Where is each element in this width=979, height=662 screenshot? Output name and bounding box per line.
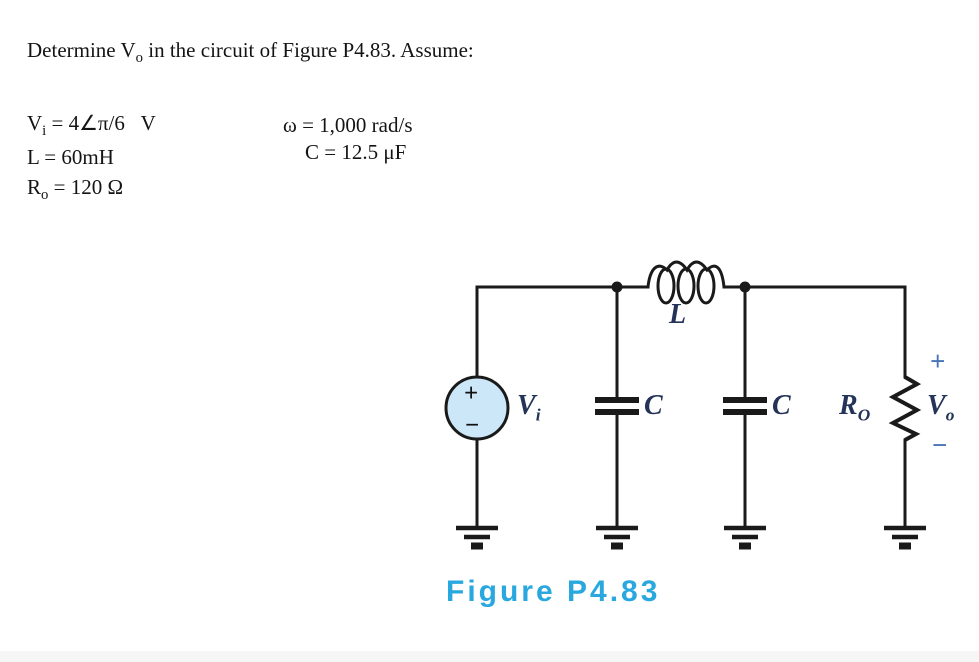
vo-minus-sign: − <box>932 430 948 460</box>
problem-title-text: Determine V <box>27 38 136 62</box>
resistor-label: RO <box>839 392 870 424</box>
inductor-label: L <box>669 299 687 330</box>
capacitor2-plates <box>723 397 767 415</box>
given-vi-subscript: i <box>42 123 47 140</box>
vo-plus-sign: + <box>930 346 946 376</box>
source-plus-sign: + <box>464 380 479 407</box>
output-voltage-label: Vo <box>927 392 954 424</box>
resistor-subscript: O <box>857 405 871 425</box>
capacitor1-label: C <box>644 390 663 421</box>
problem-title-rest: in the circuit of Figure P4.83. Assume: <box>143 38 474 62</box>
node-dot <box>611 281 623 293</box>
capacitor1-plates <box>595 397 639 415</box>
output-voltage-symbol: V <box>927 390 946 421</box>
resistor-zigzag <box>888 375 922 442</box>
given-ro-subscript: o <box>41 187 49 204</box>
inductor-symbol <box>646 260 726 305</box>
bottom-divider-bar <box>0 651 979 662</box>
given-ro-value: = 120 Ω <box>48 175 124 199</box>
inductor-loop <box>696 267 716 305</box>
voltage-source-circle <box>444 375 510 441</box>
problem-title: Determine Vo in the circuit of Figure P4… <box>27 38 474 67</box>
given-vi: Vi = 4∠π/6 V <box>27 111 156 140</box>
given-ro-symbol: R <box>27 175 42 199</box>
problem-title-subscript: o <box>135 50 144 67</box>
resistor-symbol: R <box>839 390 858 421</box>
inductor-loop <box>676 267 696 305</box>
given-ro: Ro = 120 Ω <box>27 175 123 204</box>
given-c: C = 12.5 μF <box>305 140 407 164</box>
output-voltage-subscript: o <box>945 405 955 425</box>
source-voltage-subscript: i <box>535 405 541 425</box>
given-vi-value: = 4∠π/6 V <box>46 111 156 135</box>
given-omega: ω = 1,000 rad/s <box>283 113 413 137</box>
source-minus-sign: − <box>465 412 480 439</box>
ground-symbol <box>456 525 498 550</box>
given-vi-symbol: V <box>27 111 43 135</box>
inductor-loop <box>656 267 676 305</box>
ground-symbol <box>724 525 766 550</box>
figure-caption: Figure P4.83 <box>446 575 661 608</box>
ground-symbol <box>596 525 638 550</box>
ground-symbol <box>884 525 926 550</box>
source-voltage-symbol: V <box>517 390 536 421</box>
given-l: L = 60mH <box>27 145 114 169</box>
source-voltage-label: Vi <box>517 392 541 424</box>
node-dot <box>739 281 751 293</box>
capacitor2-label: C <box>772 390 791 421</box>
